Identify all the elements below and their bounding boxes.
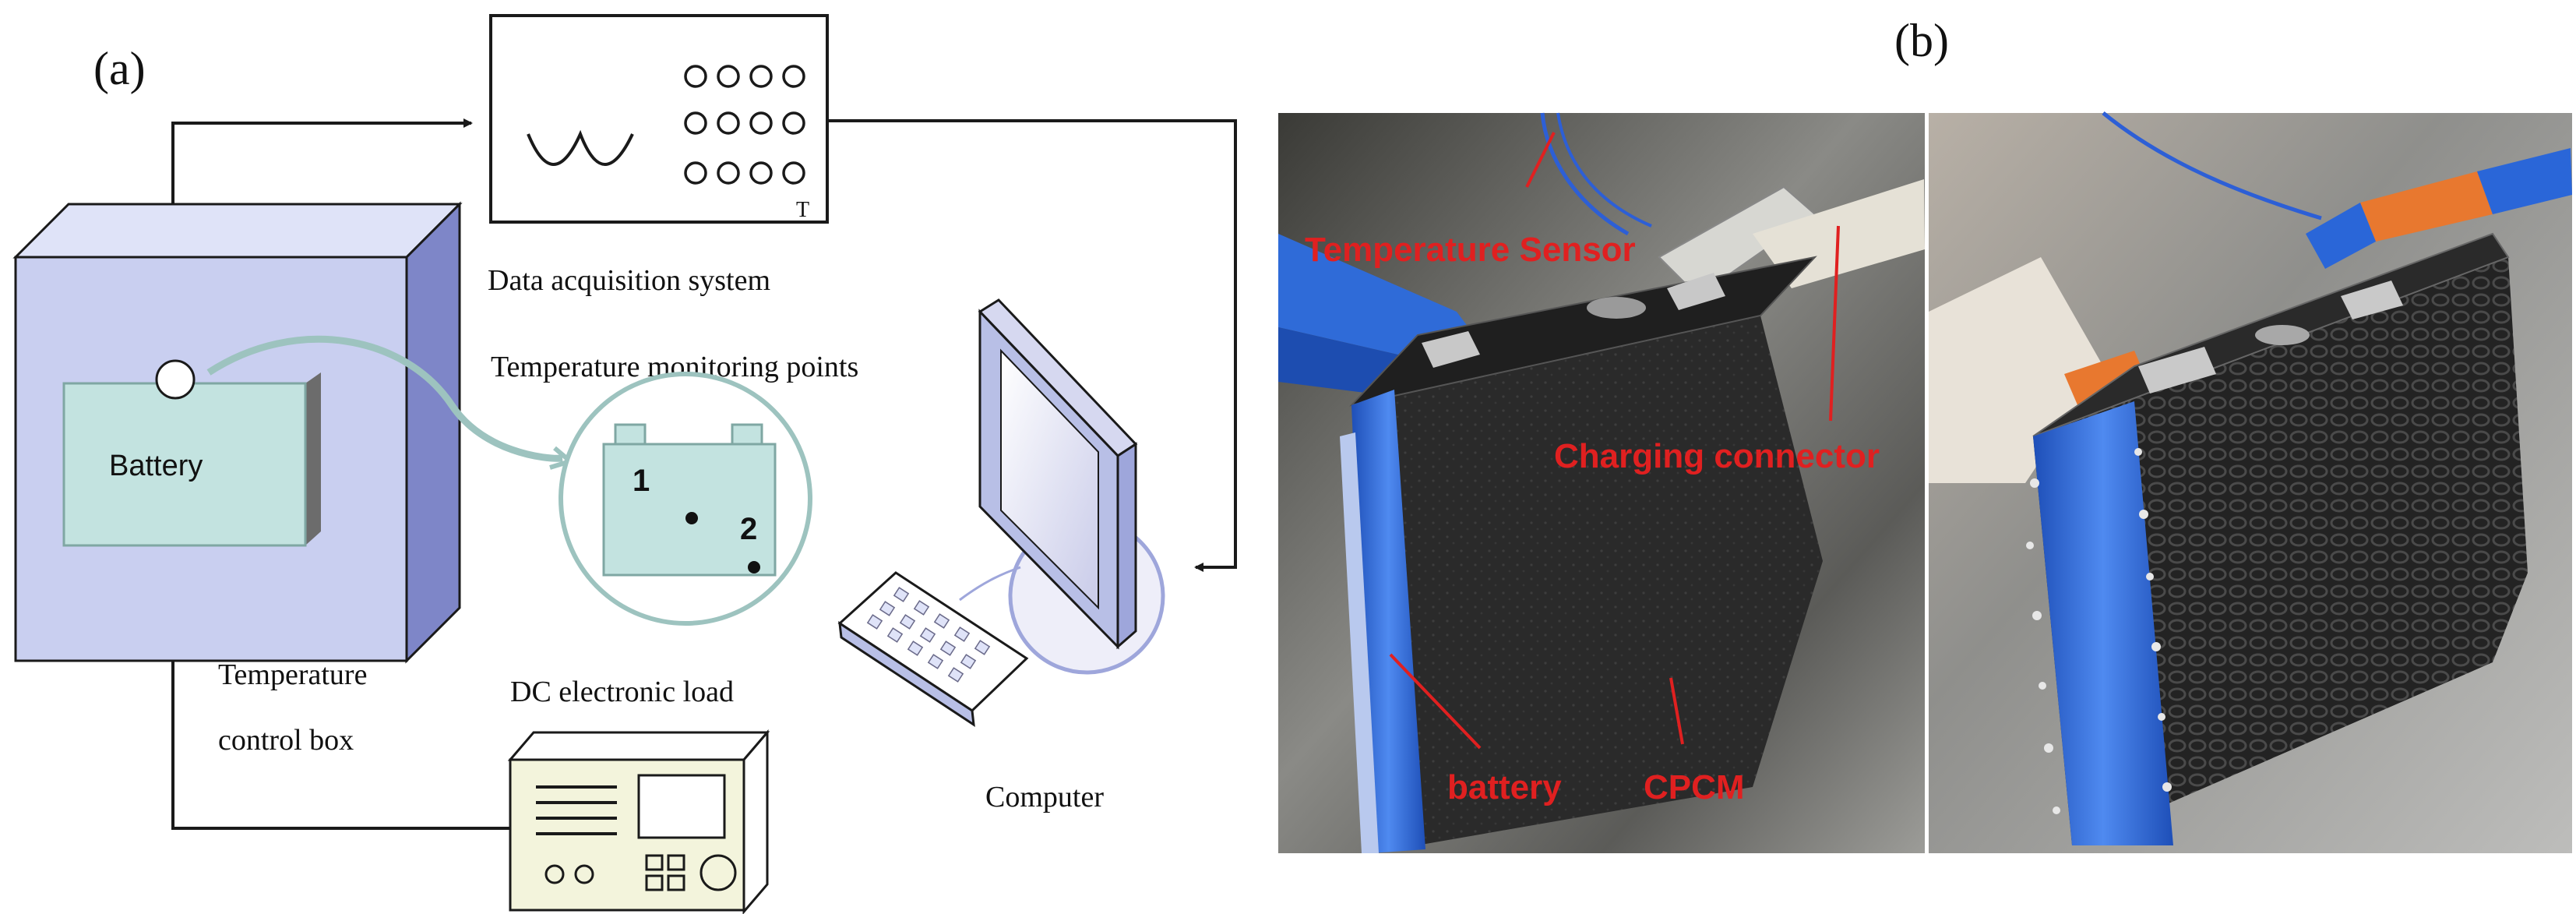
load-display-icon [637, 774, 726, 839]
photo-battery-with-cpcm [1929, 111, 2572, 853]
control-box-label-line1: Temperature [218, 658, 367, 691]
panel-a-label: (a) [93, 43, 146, 94]
dial-icon [700, 854, 737, 891]
point-2-label: 2 [740, 512, 757, 546]
battery-label: Battery [109, 450, 203, 482]
knob-icon [544, 864, 565, 884]
cpcm-edge-speckle [2026, 448, 2172, 814]
photo-battery-with-sensors: Temperature Sensor Charging connector ba… [1278, 112, 1925, 853]
vent-lines-icon [536, 785, 617, 835]
point-1-dot [685, 512, 698, 524]
daq-mark: T [796, 198, 809, 222]
battery-front-face [1351, 316, 1823, 849]
data-acquisition-system: T [489, 14, 829, 224]
zoom-pointer-arrow [206, 335, 563, 462]
cpcm-annotation: CPCM [1644, 768, 1745, 806]
control-box-label-line2: control box [218, 724, 354, 757]
computer-label: Computer [985, 781, 1104, 813]
button-grid-icon [645, 854, 685, 891]
monitoring-point-marker [155, 359, 196, 400]
load-label: DC electronic load [510, 676, 734, 708]
panel-b: (b) [1278, 15, 2572, 853]
daq-label: Data acquisition system [488, 264, 770, 297]
waveform-icon [527, 129, 634, 166]
panel-b-label: (b) [1894, 15, 1949, 66]
charging-connector-annotation: Charging connector [1554, 437, 1880, 475]
point-1-label: 1 [633, 464, 650, 498]
temperature-sensor-annotation: Temperature Sensor [1305, 231, 1636, 269]
line-daq-to-computer [827, 119, 1237, 572]
monitoring-points-zoom: 1 2 [559, 372, 812, 626]
screen-icon [1000, 348, 1099, 610]
dc-electronic-load [507, 729, 770, 914]
line-box-to-load [171, 600, 510, 830]
battery-annotation: battery [1447, 768, 1562, 806]
panel-a: (a) T Data acquisition system Temperatur… [12, 14, 1237, 914]
computer [837, 298, 1165, 728]
indicator-dots-icon [684, 65, 805, 185]
annotation-leader-lines [1389, 132, 1840, 750]
battery-module: Battery [62, 359, 321, 547]
keyboard-cable [959, 566, 1021, 602]
point-2-dot [748, 561, 760, 573]
keyboard-icon [837, 571, 1029, 728]
